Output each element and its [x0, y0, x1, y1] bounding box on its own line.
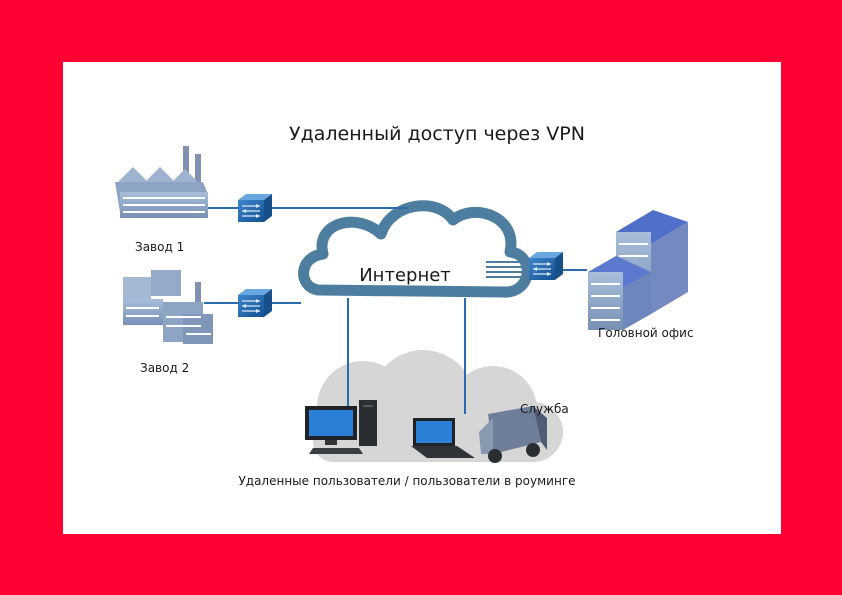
service-label: Служба [520, 402, 569, 416]
vpn-diagram: Удаленный доступ через VPN Интернет [115, 123, 694, 488]
factory1-label: Завод 1 [135, 240, 184, 254]
diagram-frame: Удаленный доступ через VPN Интернет [63, 62, 781, 534]
laptop-icon [411, 418, 475, 458]
vpn-router-icon-factory1 [237, 193, 273, 223]
diagram-title: Удаленный доступ через VPN [289, 123, 585, 145]
remote-users-label: Удаленные пользователи / пользователи в … [238, 474, 575, 488]
head-office-label: Головной офис [598, 326, 694, 340]
factory2-label: Завод 2 [140, 361, 189, 375]
factory-icon-2 [123, 270, 213, 344]
head-office-icon [588, 210, 688, 330]
vpn-router-icon-office [528, 251, 564, 281]
desktop-computer-icon [305, 400, 377, 454]
factory-icon-1 [115, 146, 208, 218]
internet-cloud [298, 200, 533, 298]
vpn-router-icon-factory2 [237, 288, 273, 318]
link-internet-router3 [486, 261, 529, 278]
internet-label: Интернет [359, 265, 451, 286]
service-van-icon [479, 406, 547, 463]
